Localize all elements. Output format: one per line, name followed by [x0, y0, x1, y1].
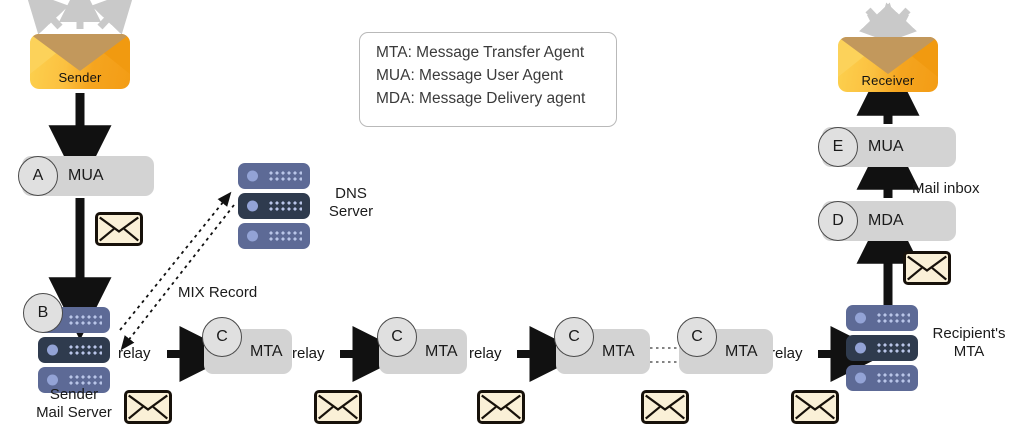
sender-envelope: Sender	[30, 34, 130, 89]
sender-envelope-label: Sender	[58, 70, 102, 85]
badge-e: E	[818, 127, 858, 167]
server-vent-grid	[268, 200, 302, 212]
sender-mail-server	[38, 307, 110, 397]
server-tier-bottom	[846, 365, 918, 391]
mta-label-3: MTA	[602, 342, 635, 360]
mta-ellipsis-connector	[650, 347, 678, 363]
envelope-flap-top	[30, 34, 130, 71]
badge-c-2: C	[377, 317, 417, 357]
server-tier-top	[238, 163, 310, 189]
server-led	[855, 372, 866, 384]
receiver-mda-label: MDA	[868, 212, 904, 229]
badge-c-4: C	[677, 317, 717, 357]
sender-mua-label: MUA	[68, 167, 104, 184]
recipient-mta-label-line1: Recipient's	[932, 325, 1006, 342]
mail-icon	[903, 251, 951, 285]
sender-outgoing-arrows	[24, 0, 136, 35]
server-led	[47, 374, 58, 386]
server-led	[247, 230, 258, 242]
mail-icon	[477, 390, 525, 424]
server-vent-grid	[876, 342, 910, 354]
mail-icon	[124, 390, 172, 424]
sender-mail-server-label-line1: Sender	[49, 386, 99, 403]
receiver-mua-label: MUA	[868, 138, 904, 155]
server-led	[247, 200, 258, 212]
receiver-envelope: Receiver	[838, 37, 938, 92]
server-tier-middle	[38, 337, 110, 363]
envelope-flap-top	[838, 37, 938, 74]
server-vent-grid	[876, 312, 910, 324]
server-vent-grid	[268, 230, 302, 242]
legend-line-mda: MDA: Message Delivery agent	[376, 89, 586, 107]
sender-mail-server-label: Sender Mail Server	[8, 386, 140, 423]
server-tier-top	[846, 305, 918, 331]
mail-icon	[791, 390, 839, 424]
badge-c-3: C	[554, 317, 594, 357]
mta-label-2: MTA	[425, 342, 458, 360]
mail-icon	[641, 390, 689, 424]
legend-line-mua: MUA: Message User Agent	[376, 66, 563, 84]
legend-line-mta: MTA: Message Transfer Agent	[376, 44, 585, 61]
server-led	[247, 170, 258, 182]
recipient-mta-label: Recipient's MTA	[922, 325, 1016, 362]
relay-label-1: relay	[118, 345, 151, 362]
mta-label-4: MTA	[725, 342, 758, 360]
relay-label-2: relay	[292, 345, 325, 362]
relay-label-4: relay	[770, 345, 803, 362]
server-vent-grid	[268, 170, 302, 182]
dns-server	[238, 163, 310, 253]
server-vent-grid	[68, 344, 102, 356]
server-led	[855, 342, 866, 354]
badge-a: A	[18, 156, 58, 196]
mail-inbox-label: Mail inbox	[912, 180, 980, 197]
server-led	[855, 312, 866, 324]
server-vent-grid	[68, 314, 102, 326]
server-tier-bottom	[38, 367, 110, 393]
sender-mail-server-label-line2: Mail Server	[36, 404, 112, 422]
server-vent-grid	[876, 372, 910, 384]
receiver-incoming-arrows	[859, 2, 917, 57]
server-tier-middle	[846, 335, 918, 361]
relay-label-3: relay	[469, 345, 502, 362]
dns-server-label: DNS Server	[318, 185, 384, 222]
mix-record-label: MIX Record	[178, 284, 258, 301]
dns-server-label-line2: Server	[328, 203, 374, 221]
server-tier-bottom	[238, 223, 310, 249]
mta-label-1: MTA	[250, 342, 283, 360]
server-tier-middle	[238, 193, 310, 219]
legend-box: MTA: Message Transfer Agent MUA: Message…	[359, 32, 617, 127]
badge-d: D	[818, 201, 858, 241]
badge-c-1: C	[202, 317, 242, 357]
mail-icon	[95, 212, 143, 246]
mail-icon	[314, 390, 362, 424]
recipient-mta-server	[846, 305, 918, 395]
receiver-envelope-label: Receiver	[861, 73, 915, 88]
server-led	[47, 344, 58, 356]
recipient-mta-label-line2: MTA	[953, 343, 985, 361]
badge-b: B	[23, 293, 63, 333]
dns-server-label-line1: DNS	[335, 185, 367, 202]
server-vent-grid	[68, 374, 102, 386]
